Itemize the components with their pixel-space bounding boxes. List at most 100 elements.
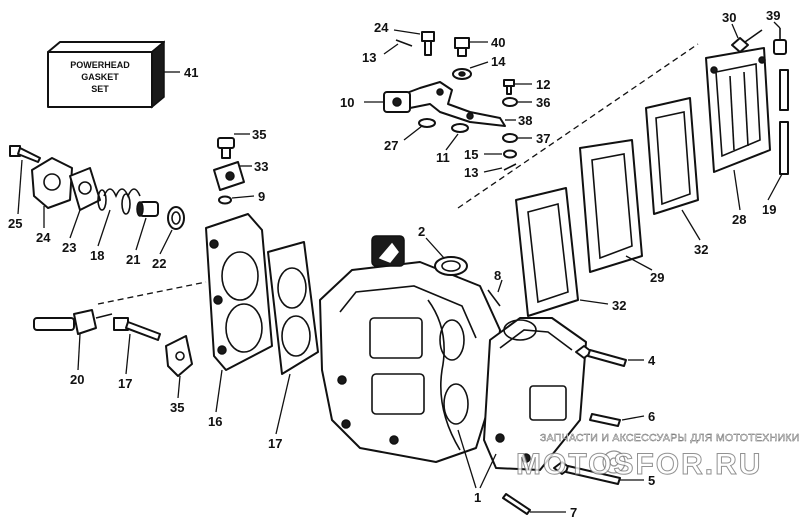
head-16-hole-2 — [213, 295, 223, 305]
cover-plate-29-face — [591, 153, 633, 260]
gasket-32-lower-opening — [527, 202, 569, 304]
lever-block-hole — [392, 97, 402, 107]
watermark-tagline: ЗАПЧАСТИ И АКСЕССУАРЫ ДЛЯ МОТОТЕХНИКИ — [540, 432, 800, 444]
callout-39: 38 — [518, 113, 532, 128]
callout-22: 21 — [126, 252, 140, 267]
exhaust-cover-assembly — [457, 28, 789, 317]
callout-13-top: 13 — [362, 50, 376, 65]
watermark: ЗАПЧАСТИ И АКСЕССУАРЫ ДЛЯ МОТОТЕХНИКИ MO… — [516, 432, 800, 482]
callout-14: 14 — [491, 54, 506, 69]
lever-plate — [387, 81, 506, 127]
thermostat-housing-assembly — [9, 137, 245, 230]
seal-2-bore — [441, 260, 461, 272]
bolt-18-shank — [125, 321, 161, 341]
leader-37 — [773, 21, 781, 29]
callout-26: 25 — [8, 216, 22, 231]
callout-30: 30 — [722, 10, 736, 25]
washer-15 — [503, 149, 517, 159]
head-gasket-bore-2 — [281, 315, 311, 357]
linkage-lever-assembly — [383, 31, 518, 171]
cylinder-head-16 — [205, 213, 273, 371]
callout-25: 24 — [36, 230, 51, 245]
leader-27 — [733, 169, 741, 211]
gasket-23 — [167, 206, 185, 230]
crankcase-half — [483, 317, 587, 471]
leader-34 — [177, 375, 181, 399]
leader-32-lower — [579, 299, 609, 305]
gasket-32-upper — [645, 97, 699, 215]
washer-28 — [418, 118, 436, 128]
leader-30 — [731, 23, 739, 39]
crankcase-half-hole-1 — [495, 433, 505, 443]
head-16-hole-3 — [217, 345, 227, 355]
block-1-port-2 — [371, 373, 425, 415]
watermark-brand: MOTOSFOR.RU — [516, 448, 762, 481]
callout-28: 27 — [384, 138, 398, 153]
exhaust-cover-27-slot-2 — [743, 71, 749, 147]
washer-9 — [218, 195, 232, 205]
spark-plug-21-tip — [95, 313, 113, 319]
callout-9: 9 — [258, 189, 265, 204]
cylinder-block-1 — [319, 261, 501, 463]
leader-1-left — [457, 429, 477, 489]
head-16-hole-1 — [209, 239, 219, 249]
leader-14 — [469, 61, 489, 69]
leader-2 — [425, 237, 445, 259]
lever-plate-hole-1 — [436, 88, 444, 96]
bolt-5-shank — [565, 465, 621, 485]
fitting-37 — [773, 39, 787, 55]
leader-11 — [445, 133, 459, 151]
crankcase-half-hole-2 — [521, 453, 531, 463]
gasket-box-line-1: POWERHEAD — [70, 60, 130, 70]
block-1-main-bearing-1 — [439, 319, 465, 361]
leader-lines — [17, 21, 783, 513]
lever-plate-hole-2 — [466, 112, 474, 120]
leader-26 — [17, 159, 23, 215]
callout-33: 33 — [254, 159, 268, 174]
leader-16 — [215, 369, 223, 413]
callout-18: 17 — [118, 376, 132, 391]
block-1-hole-3 — [389, 435, 399, 445]
leader-13-top — [383, 43, 399, 55]
leader-19 — [97, 209, 111, 247]
nut-35-lower — [502, 133, 518, 143]
watermark-logo-o-inner — [609, 457, 619, 467]
bolt-40-shank — [457, 47, 467, 57]
leader-1-right — [479, 453, 497, 489]
callout-8: 8 — [494, 268, 501, 283]
exhaust-cover-27 — [705, 47, 771, 173]
crankcase-half-flange — [529, 385, 567, 421]
callout-4: 4 — [648, 353, 656, 368]
clamp-33-hole — [225, 171, 235, 181]
callout-10: 10 — [340, 95, 354, 110]
pin-13-top — [395, 39, 413, 47]
callout-35-lower: 37 — [536, 131, 550, 146]
leader-29 — [625, 255, 653, 271]
exhaust-cover-27-rib — [715, 63, 761, 158]
pin-6 — [589, 413, 621, 427]
nut-35-upper — [502, 97, 518, 107]
callout-11: 11 — [436, 150, 450, 165]
callout-24: 23 — [62, 240, 76, 255]
clip-34-loop — [175, 351, 185, 361]
callout-27: 28 — [732, 212, 746, 227]
callout-32-lower: 32 — [612, 298, 626, 313]
callout-16: 16 — [208, 414, 222, 429]
block-1-hole-1 — [337, 375, 347, 385]
detail-magnifier-icon — [378, 242, 399, 263]
screw-36-shank — [221, 147, 231, 159]
thermostat-housing-25 — [31, 157, 73, 209]
bolt-30-shank — [744, 29, 763, 43]
block-1-main-bearing-2 — [443, 383, 469, 425]
block-1-hole-2 — [341, 419, 351, 429]
callout-32-upper: 32 — [694, 242, 708, 257]
leader-32-upper — [681, 209, 701, 241]
leader-28 — [403, 125, 423, 141]
washer-11 — [451, 123, 469, 133]
exhaust-cover-27-slot-1 — [729, 75, 735, 151]
cylinder-head-assembly — [205, 213, 319, 375]
callout-36: 35 — [252, 127, 266, 142]
cylinder-head-bore-1 — [221, 251, 259, 301]
callout-19: 18 — [90, 248, 104, 263]
